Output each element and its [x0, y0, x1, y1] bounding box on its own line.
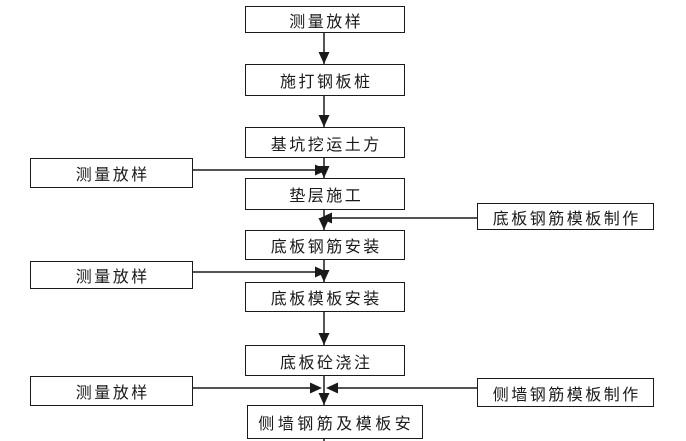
arrowhead-down-1 — [318, 52, 330, 64]
flow-node-steel-sheet-pile-driving: 施打钢板桩 — [245, 64, 405, 96]
arrowhead-down-6 — [318, 333, 330, 345]
arrowhead-right-2 — [315, 266, 327, 278]
arrowhead-left-1 — [320, 212, 332, 224]
flow-node-survey-layout-top: 测量放样 — [245, 6, 405, 33]
arrowhead-left-2 — [326, 382, 338, 394]
flow-node-cushion-layer-construction: 垫层施工 — [245, 178, 405, 210]
flow-node-base-slab-formwork-install: 底板模板安装 — [245, 282, 405, 312]
flow-node-pit-excavation-earthwork: 基坑挖运土方 — [245, 127, 405, 158]
flow-node-survey-layout-left-2: 测量放样 — [30, 261, 193, 289]
arrowhead-right-3 — [310, 382, 322, 394]
flow-node-base-slab-rebar-formwork-fabrication: 底板钢筋模板制作 — [477, 203, 654, 230]
flow-node-survey-layout-left-1: 测量放样 — [30, 158, 193, 188]
arrowhead-down-2 — [318, 115, 330, 127]
flow-node-base-slab-rebar-install: 底板钢筋安装 — [245, 230, 405, 260]
flow-node-side-wall-rebar-formwork-install: 侧墙钢筋及模板安 — [247, 405, 423, 439]
arrowhead-right-1 — [315, 164, 327, 176]
flow-node-base-slab-concrete-pour: 底板砼浇注 — [245, 345, 405, 376]
flow-node-survey-layout-left-3: 测量放样 — [30, 376, 193, 406]
arrowhead-down-7 — [318, 393, 330, 405]
flow-node-side-wall-rebar-formwork-fabrication: 侧墙钢筋模板制作 — [477, 378, 654, 407]
